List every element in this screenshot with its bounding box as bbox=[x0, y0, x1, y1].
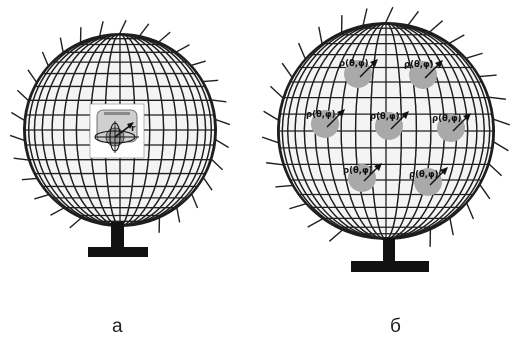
source-label: ρ(θ,φ) bbox=[370, 112, 400, 122]
panel-a-stand-post bbox=[111, 222, 124, 248]
microphone-spike bbox=[299, 43, 306, 59]
source-label: ρ(θ,φ) bbox=[409, 170, 439, 180]
microphone-spike bbox=[176, 45, 189, 52]
microphone-spike bbox=[51, 208, 64, 215]
microphone-spike bbox=[11, 112, 24, 120]
microphone-spike bbox=[22, 178, 37, 179]
radius-label: r bbox=[131, 124, 136, 134]
microphone-spike bbox=[264, 111, 279, 120]
microphone-spike bbox=[216, 140, 229, 148]
microphone-spike bbox=[159, 32, 171, 42]
panel-a-stand-base bbox=[88, 247, 148, 257]
microphone-spike bbox=[211, 159, 222, 169]
source-label: ρ(θ,φ) bbox=[306, 110, 336, 120]
microphone-spike bbox=[289, 204, 306, 209]
microphone-spike bbox=[215, 120, 229, 125]
microphone-spike bbox=[308, 219, 323, 227]
microphone-spike bbox=[489, 164, 502, 176]
microphone-spike bbox=[493, 119, 509, 125]
microphone-spike bbox=[14, 158, 29, 160]
microphone-spike bbox=[467, 203, 474, 219]
microphone-spike bbox=[270, 86, 283, 98]
microphone-spike bbox=[480, 185, 490, 199]
microphone-spike bbox=[42, 52, 48, 66]
microphone-spike bbox=[70, 218, 82, 228]
panel-a-source-inset: r bbox=[90, 104, 144, 158]
microphone-spike bbox=[191, 61, 206, 65]
microphone-spike bbox=[34, 195, 49, 199]
microphone-spike bbox=[489, 97, 506, 99]
microphone-spike bbox=[262, 137, 278, 143]
source-label: ρ(θ,φ) bbox=[343, 166, 373, 176]
microphone-spike bbox=[449, 35, 464, 43]
source-label: ρ(θ,φ) bbox=[339, 59, 369, 69]
microphone-spike bbox=[140, 24, 149, 36]
microphone-spike bbox=[17, 90, 28, 100]
panel-b-stand-post bbox=[383, 238, 395, 262]
microphone-spike bbox=[493, 142, 508, 151]
microphone-spike bbox=[429, 21, 442, 32]
microphone-spike bbox=[203, 178, 212, 191]
microphone-spike bbox=[450, 218, 453, 235]
microphone-spike bbox=[192, 194, 198, 208]
microphone-spike bbox=[363, 8, 367, 25]
source-label: ρ(θ,φ) bbox=[432, 114, 462, 124]
microphone-spike bbox=[266, 163, 283, 165]
panel-b-stand-base bbox=[351, 261, 429, 272]
microphone-spike bbox=[479, 75, 496, 77]
microphone-spike bbox=[385, 7, 392, 23]
panel-a-diagram: r bbox=[10, 20, 230, 257]
microphone-spike bbox=[275, 185, 292, 187]
microphone-spike bbox=[100, 21, 104, 36]
device-nameplate bbox=[104, 112, 130, 115]
microphone-spike bbox=[466, 53, 483, 58]
panel-b-caption: б bbox=[390, 316, 401, 338]
microphone-spike bbox=[319, 27, 322, 44]
microphone-spike bbox=[10, 135, 24, 140]
panel-b-diagram: ρ(θ,φ) ρ(θ,φ) ρ(θ,φ) ρ(θ,φ) bbox=[262, 7, 510, 272]
microphone-spike bbox=[120, 20, 127, 34]
microphone-spike bbox=[177, 207, 180, 222]
microphone-spike bbox=[329, 230, 342, 241]
microphone-spike bbox=[282, 63, 292, 77]
microphone-spike bbox=[203, 80, 218, 81]
source-label: ρ(θ,φ) bbox=[404, 60, 434, 70]
microphone-spike bbox=[60, 38, 63, 53]
microphone-spike bbox=[408, 11, 418, 25]
panel-a-caption: а bbox=[112, 316, 123, 338]
microphone-spike bbox=[211, 100, 226, 102]
microphone-spike bbox=[28, 70, 37, 83]
